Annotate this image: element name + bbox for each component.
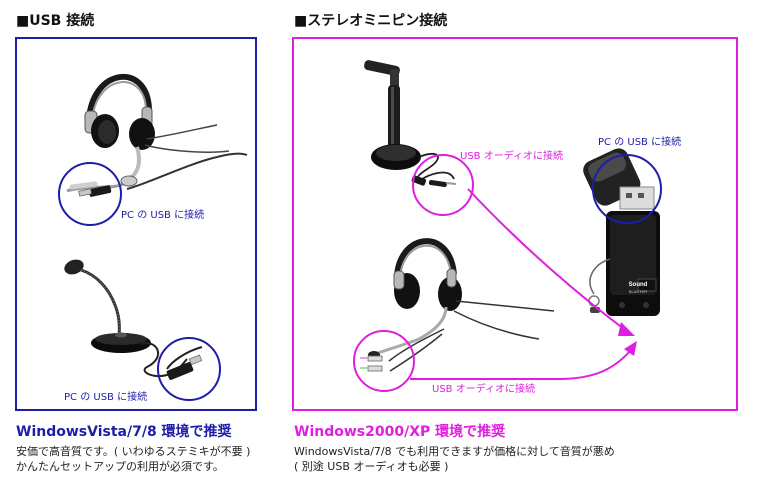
stand-microphone-image	[364, 60, 457, 187]
adapter-brand-sound: Sound	[629, 282, 648, 288]
stereo-description: WindowsVista/7/8 でも利用できますが価格に対して音質が悪め ( …	[294, 444, 615, 474]
stereo-illustration: Sound BLASTER	[353, 60, 662, 392]
stereo-recommend-title: Windows2000/XP 環境で推奨	[294, 424, 506, 440]
adapter-connect-label: PC の USB に接続	[598, 137, 682, 148]
usb-mic-connect-label: PC の USB に接続	[64, 392, 148, 403]
usb-headset-highlight	[58, 162, 122, 226]
stereo-headset-image	[360, 238, 555, 372]
stereo-desc-line-2: ( 別途 USB オーディオも必要 )	[294, 460, 449, 473]
usb-recommend-title: WindowsVista/7/8 環境で推奨	[16, 424, 232, 440]
stereo-panel: Sound BLASTER PC の USB に接続 USB オーディオに接続 …	[292, 37, 738, 411]
mic-plug-highlight	[412, 154, 474, 216]
usb-desc-line-2: かんたんセットアップの利用が必須です。	[16, 460, 224, 473]
headset-audio-connect-label: USB オーディオに接続	[432, 384, 536, 395]
headset-to-adapter-arrow	[410, 341, 637, 380]
mic-to-adapter-arrow	[467, 188, 635, 336]
usb-audio-adapter-image: Sound BLASTER	[583, 148, 660, 316]
usb-description: 安価で高音質です。( いわゆるステミキが不要 ) かんたんセットアップの利用が必…	[16, 444, 250, 474]
usb-desc-line-1: 安価で高音質です。( いわゆるステミキが不要 )	[16, 445, 251, 458]
usb-microphone-highlight	[157, 337, 221, 401]
headset-plug-highlight	[353, 330, 415, 392]
stereo-section-heading: ■ステレオミニピン接続	[294, 13, 448, 29]
usb-panel: PC の USB に接続 PC の USB に接続	[15, 37, 257, 411]
stereo-desc-line-1: WindowsVista/7/8 でも利用できますが価格に対して音質が悪め	[294, 445, 615, 458]
usb-headset-image	[66, 73, 248, 197]
adapter-usb-highlight	[592, 154, 662, 224]
usb-headset-connect-label: PC の USB に接続	[121, 210, 205, 221]
mic-audio-connect-label: USB オーディオに接続	[460, 151, 564, 162]
usb-microphone-image	[64, 259, 203, 380]
adapter-brand-blaster: BLASTER	[629, 289, 647, 294]
usb-illustration	[58, 73, 248, 401]
usb-section-heading: ■USB 接続	[16, 13, 95, 29]
